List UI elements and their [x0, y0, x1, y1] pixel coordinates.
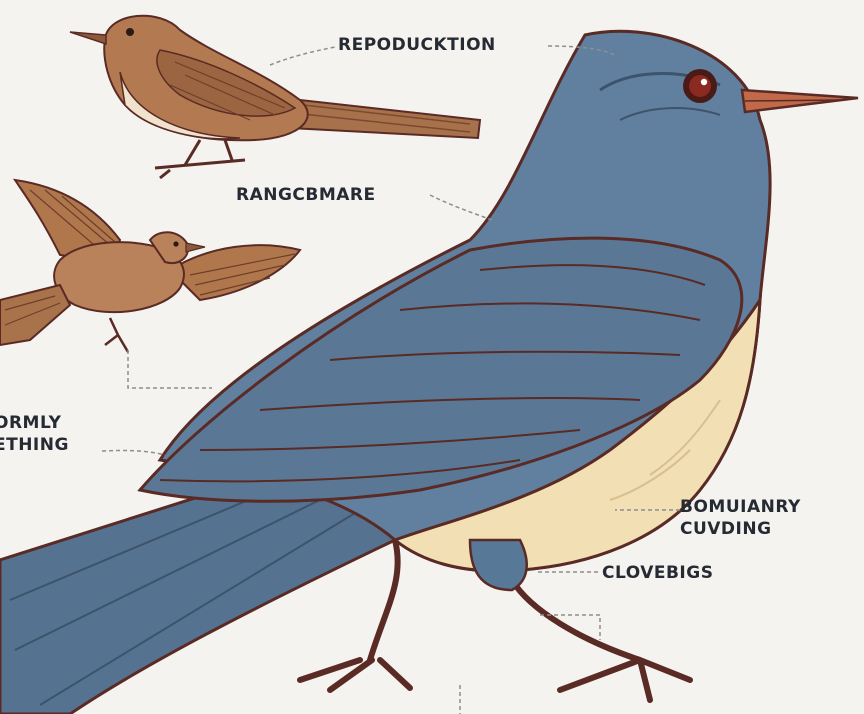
label-right-line2: CUVDING [680, 518, 801, 540]
label-right-boundary: BOMUIANRY CUVDING [680, 496, 801, 540]
label-left-partial: ORMLY ETHING [0, 412, 69, 456]
label-right-line1: BOMUIANRY [680, 496, 801, 518]
leader-rangemare [430, 195, 492, 220]
label-left-line1: ORMLY [0, 412, 69, 434]
label-rangemare: RANGCBMARE [236, 184, 376, 206]
leader-flying-bird [128, 350, 212, 388]
label-left-line2: ETHING [0, 434, 69, 456]
leader-reproduction-left [270, 47, 335, 65]
label-clovebigs: CLOVEBIGS [602, 562, 713, 584]
label-reproduction: REPODUCKTION [338, 34, 496, 56]
leader-left-label [102, 450, 165, 455]
